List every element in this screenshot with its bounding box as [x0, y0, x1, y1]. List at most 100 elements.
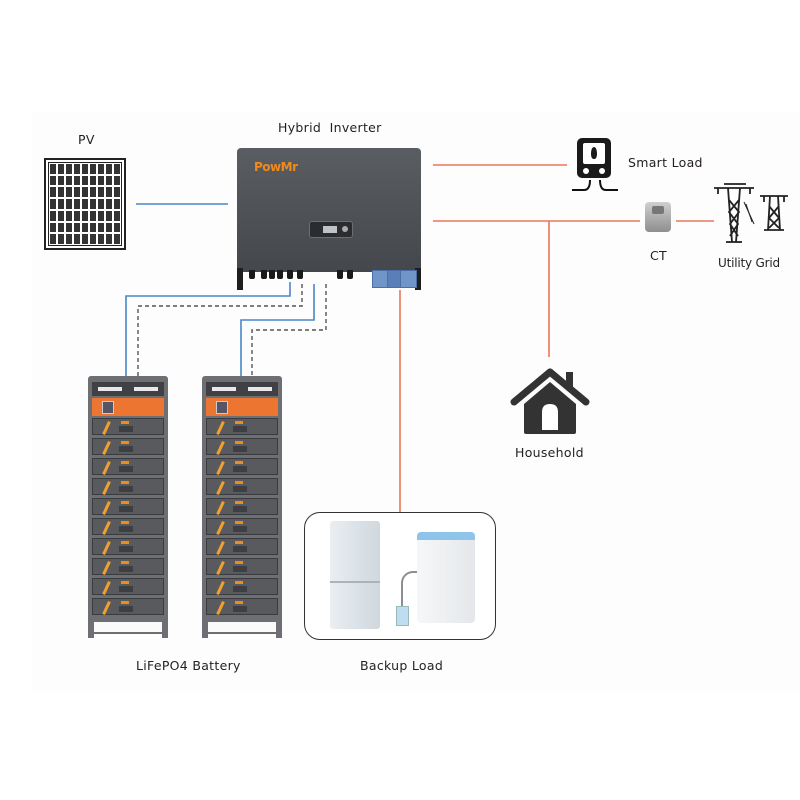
house-icon [510, 368, 590, 434]
pv-cell [58, 222, 64, 233]
battery-label: LiFePO4 Battery [136, 658, 241, 673]
pv-label: PV [78, 132, 95, 147]
pv-cell [50, 222, 56, 233]
battery-module [206, 418, 278, 435]
water-purifier-icon [417, 532, 475, 623]
pv-cell [82, 187, 88, 198]
wire-battery1-comm [137, 284, 303, 376]
pv-cell [74, 164, 80, 174]
water-glass-icon [396, 606, 409, 626]
pv-cell [82, 210, 88, 221]
pv-cell [114, 234, 120, 244]
pv-cell [90, 234, 96, 244]
pv-cell [50, 199, 56, 209]
pv-cell [114, 222, 120, 233]
battery-module [92, 478, 164, 495]
faucet-icon [401, 571, 419, 611]
pv-cell [66, 164, 72, 174]
pv-cell [90, 164, 96, 174]
pv-cell [106, 222, 112, 233]
pv-cell [66, 199, 72, 209]
wire-battery2-comm [251, 284, 327, 376]
backup-load-box [304, 512, 496, 640]
bms-module [92, 398, 164, 416]
pv-cell [50, 175, 56, 186]
ac-port [400, 270, 417, 288]
pv-cell [58, 234, 64, 244]
pv-cell [98, 234, 104, 244]
pv-cell [74, 175, 80, 186]
rack-top [92, 382, 164, 396]
pv-cell [90, 175, 96, 186]
battery-module [206, 518, 278, 535]
pv-cell [66, 187, 72, 198]
pv-cell [82, 199, 88, 209]
battery-module [92, 458, 164, 475]
rack-top [206, 382, 278, 396]
pv-cell [50, 210, 56, 221]
battery-module [92, 578, 164, 595]
wire-battery1-power [125, 282, 291, 376]
pv-cell [58, 175, 64, 186]
pv-cell [106, 187, 112, 198]
battery-module [92, 558, 164, 575]
pv-cell [74, 234, 80, 244]
pv-cell [82, 175, 88, 186]
pv-cell [74, 187, 80, 198]
pv-cell [98, 222, 104, 233]
smart-load-icon [577, 138, 611, 178]
battery-rack-1 [88, 376, 168, 638]
pv-cell [106, 210, 112, 221]
pv-cell [106, 199, 112, 209]
pv-cell [98, 164, 104, 174]
bms-module [206, 398, 278, 416]
battery-rack-2 [202, 376, 282, 638]
battery-module [92, 518, 164, 535]
battery-module [92, 418, 164, 435]
pv-cell [50, 234, 56, 244]
pv-cell [90, 222, 96, 233]
battery-module [206, 578, 278, 595]
inverter-label: Hybrid Inverter [278, 120, 382, 135]
pv-cell [98, 199, 104, 209]
smart-load-label: Smart Load [628, 155, 703, 170]
pv-cell [82, 234, 88, 244]
pv-cell [74, 222, 80, 233]
battery-module [206, 558, 278, 575]
battery-module [206, 598, 278, 615]
pv-cell [66, 222, 72, 233]
battery-module [206, 498, 278, 515]
pv-cell [114, 175, 120, 186]
pv-cell [66, 175, 72, 186]
brand-logo: PowMr [254, 160, 298, 174]
pv-cell [114, 164, 120, 174]
pv-cell [58, 210, 64, 221]
inverter-icon: PowMr [237, 148, 421, 290]
battery-module [206, 478, 278, 495]
pv-cell [90, 187, 96, 198]
battery-module [92, 438, 164, 455]
battery-module [92, 598, 164, 615]
refrigerator-icon [330, 521, 380, 629]
pv-cell [90, 210, 96, 221]
pv-cell [114, 187, 120, 198]
ct-label: CT [650, 248, 667, 263]
battery-module [92, 498, 164, 515]
current-transformer-icon [645, 202, 671, 232]
pv-cell [98, 210, 104, 221]
inverter-display [309, 221, 353, 238]
battery-module [206, 538, 278, 555]
pv-cell [74, 199, 80, 209]
wire-battery2-power [240, 284, 315, 376]
pv-cell [50, 164, 56, 174]
pv-cell [90, 199, 96, 209]
pv-cell [98, 187, 104, 198]
pv-cell [50, 187, 56, 198]
backup-load-label: Backup Load [360, 658, 444, 673]
pv-cell [98, 175, 104, 186]
pv-cell [106, 175, 112, 186]
pv-cell [114, 199, 120, 209]
pv-cell [66, 234, 72, 244]
utility-grid-label: Utility Grid [718, 256, 780, 270]
